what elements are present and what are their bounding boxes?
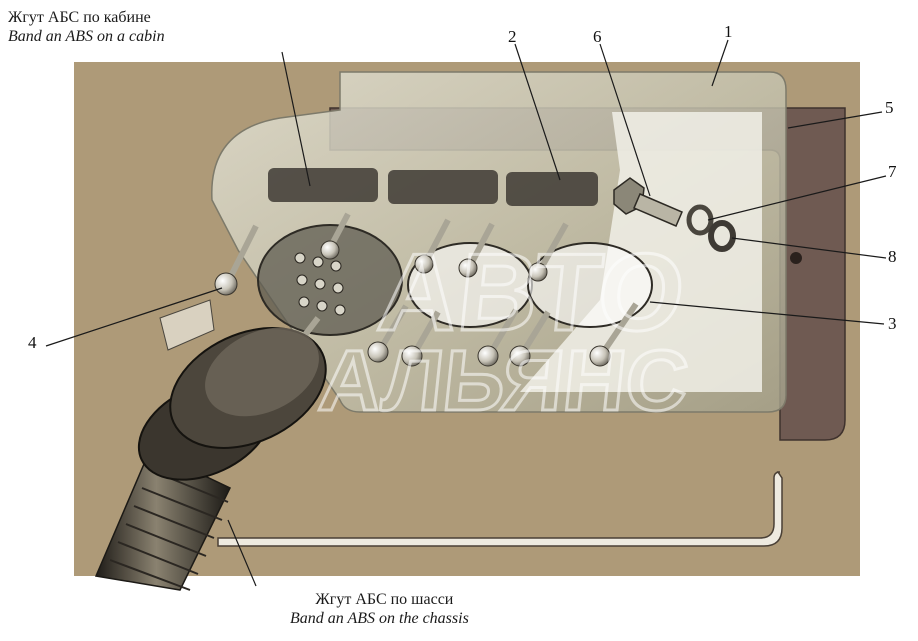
callout-8: 8	[888, 247, 897, 266]
housing-window	[520, 112, 762, 392]
callout-2: 2	[508, 27, 517, 46]
connector-pins	[294, 252, 346, 316]
chassis-harness-label-en: Band an ABS on the chassis	[290, 610, 469, 627]
callout-1: 1	[724, 22, 733, 41]
chassis-harness-caption: Жгут АБС по шасси Band an ABS on the cha…	[290, 590, 469, 628]
frame-hole	[790, 252, 802, 264]
leader-lines	[45, 39, 887, 587]
callout-3: 3	[888, 314, 897, 333]
watermark: АВТО АЛЬЯНС	[313, 230, 694, 431]
svg-text:АВТО: АВТО	[373, 231, 691, 354]
housing-ribs	[268, 168, 598, 206]
callout-4: 4	[28, 333, 37, 352]
callout-6: 6	[593, 27, 602, 46]
chassis-harness	[94, 299, 327, 591]
socket-openings	[257, 224, 653, 336]
cabin-harness-caption: Жгут АБС по кабине Band an ABS on a cabi…	[8, 8, 165, 46]
cabin-harness-label-ru: Жгут АБС по кабине	[8, 9, 151, 26]
cabin-harness-label-en: Band an ABS on a cabin	[8, 28, 165, 45]
bottom-bracket	[217, 471, 783, 547]
callout-7: 7	[888, 162, 897, 181]
callout-5: 5	[885, 98, 894, 117]
screws	[214, 212, 639, 367]
bolt	[613, 177, 683, 227]
washers	[686, 204, 736, 252]
svg-text:АЛЬЯНС: АЛЬЯНС	[315, 333, 693, 429]
chassis-harness-label-ru: Жгут АБС по шасси	[315, 591, 454, 608]
